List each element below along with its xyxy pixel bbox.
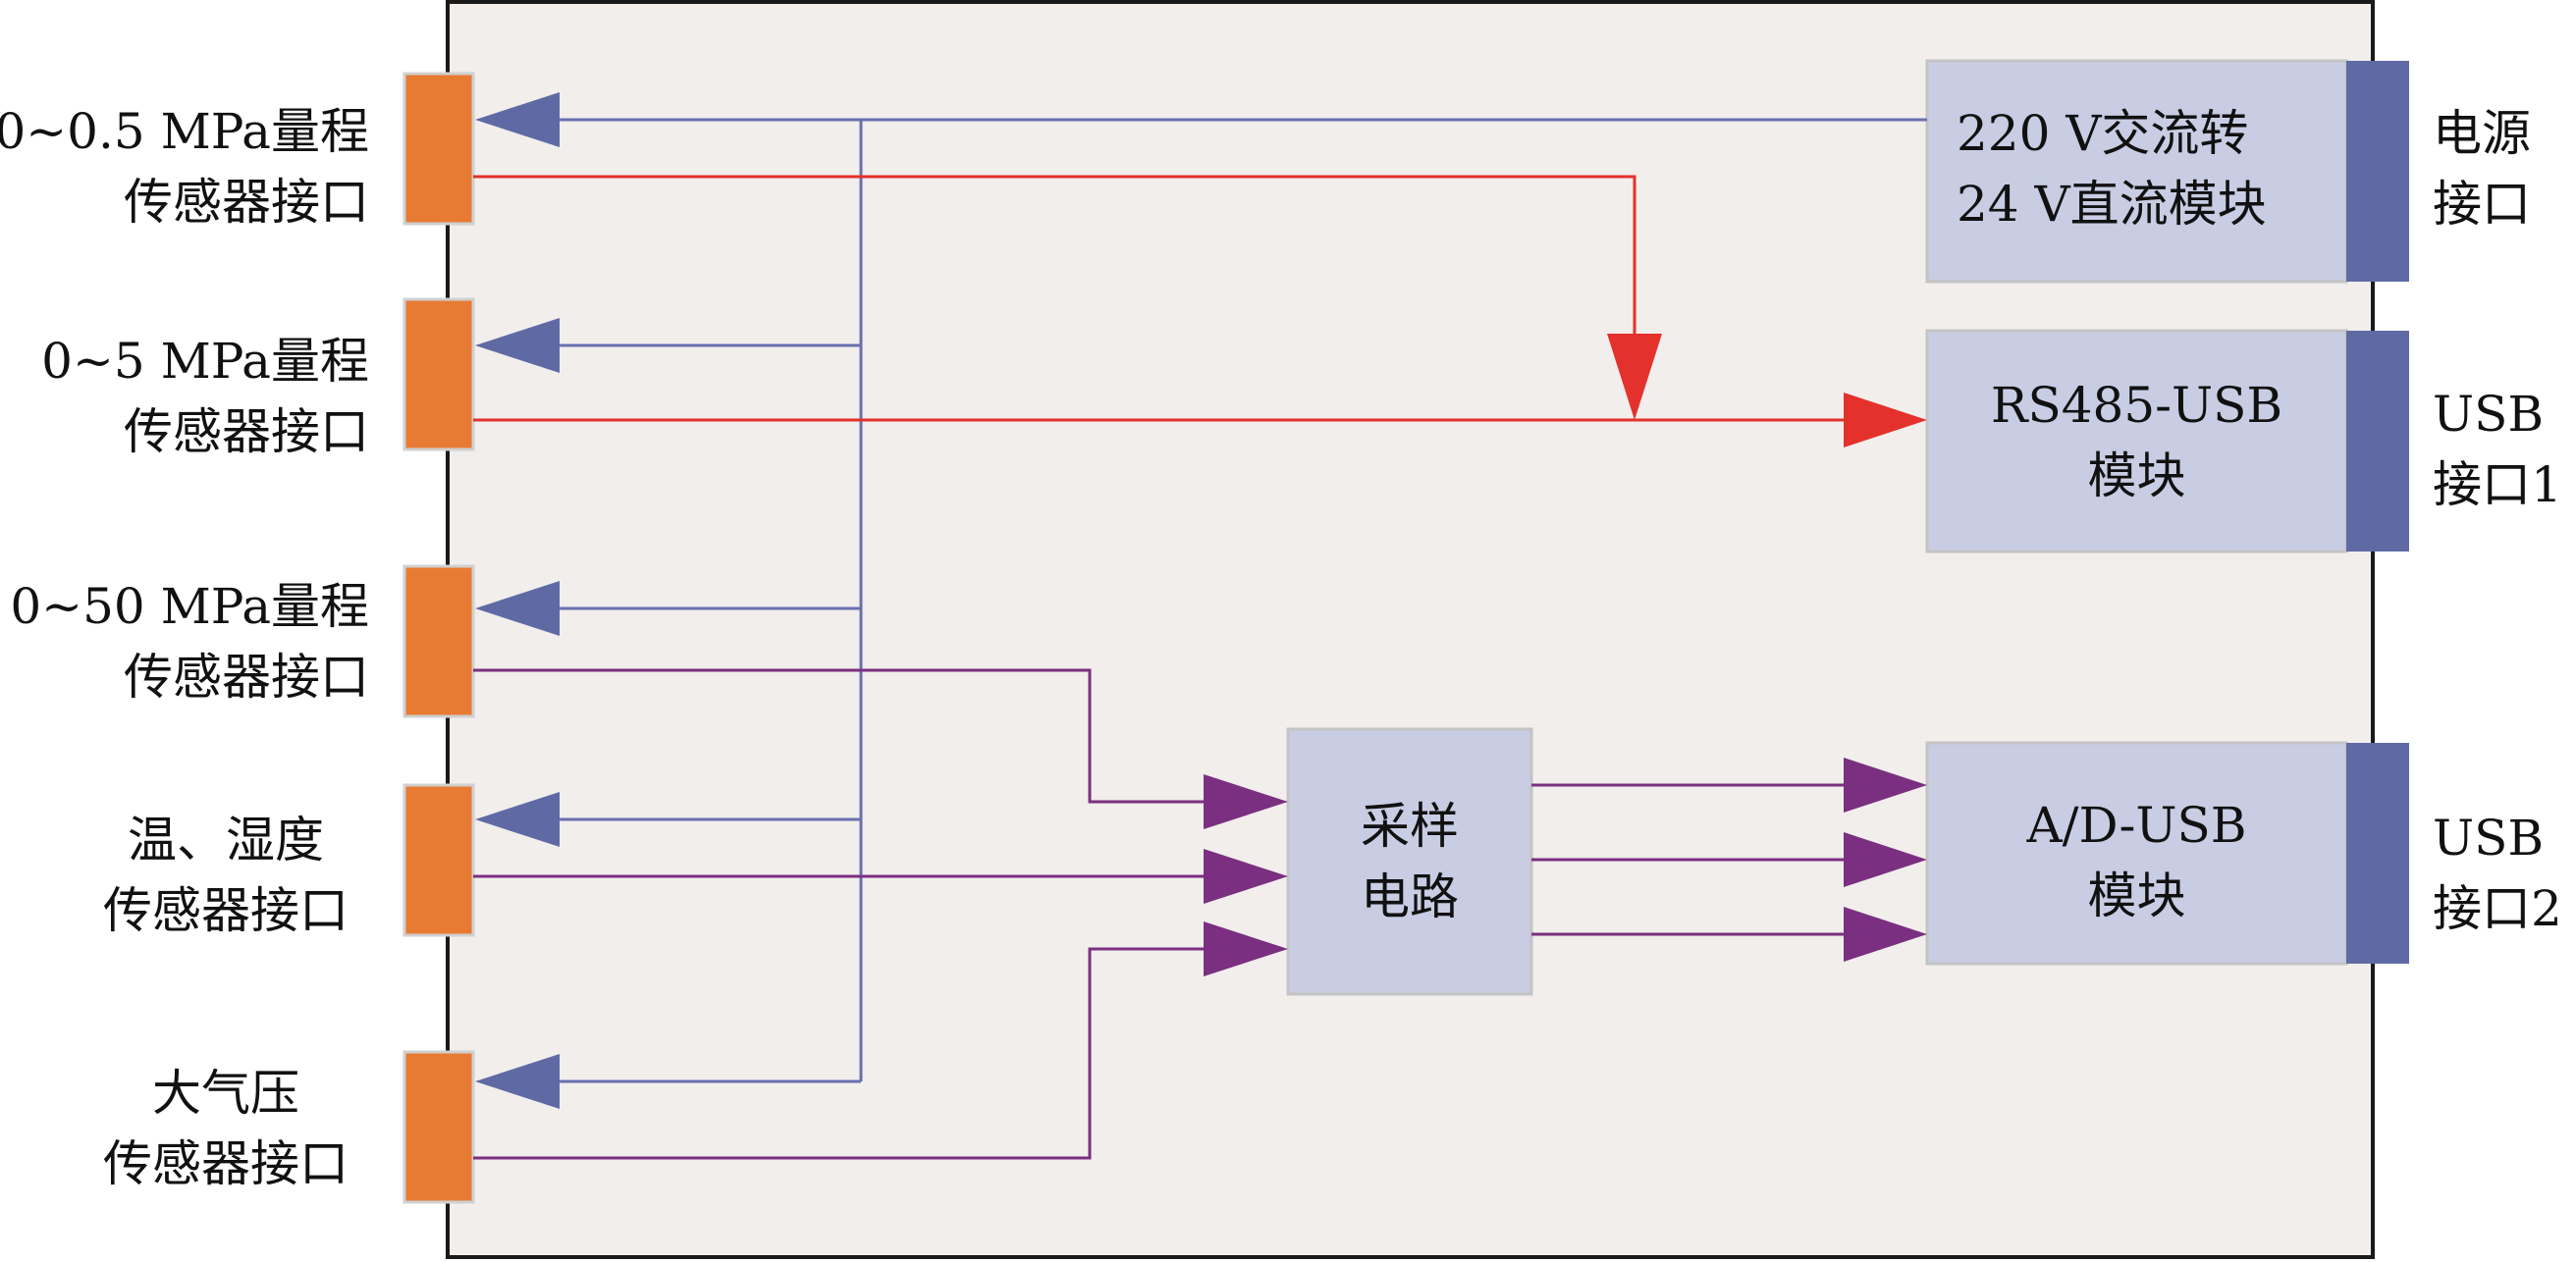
power-module-line1: 220 V交流转 — [1957, 105, 2249, 162]
sensor-label-line2: 传感器接口 — [124, 649, 369, 706]
sampling-circuit-box — [1286, 727, 1533, 996]
power-distribution-lines — [530, 118, 1927, 1083]
usb1-port-line1: USB — [2433, 386, 2545, 443]
usb1-port-line2: 接口1 — [2433, 456, 2562, 513]
sensor-label-0-5mpa: 0~5 MPa量程 传感器接口 — [41, 326, 369, 467]
usb2-port-line1: USB — [2433, 810, 2545, 867]
power-arrowheads — [475, 92, 560, 1109]
usb1-port-label: USB 接口1 — [2433, 379, 2562, 520]
power-interface-connector — [2346, 61, 2409, 282]
sensor-label-line1: 温、湿度 — [128, 812, 324, 868]
analog-signal-lines — [473, 668, 1846, 1160]
rs485-module-line1: RS485-USB — [1990, 377, 2283, 434]
adc-module-label: A/D-USB 模块 — [1927, 790, 2346, 931]
rs485-bus-lines — [473, 175, 1846, 422]
sensor-label-line2: 传感器接口 — [124, 174, 369, 231]
adc-module-line2: 模块 — [2087, 868, 2186, 924]
sensor-label-line1: 0~50 MPa量程 — [10, 578, 369, 635]
power-port-line1: 电源 — [2433, 105, 2531, 162]
rs485-module-line2: 模块 — [2087, 447, 2186, 504]
power-module-label: 220 V交流转 24 V直流模块 — [1957, 98, 2267, 239]
rs485-module-box — [1925, 329, 2348, 553]
usb2-port-line2: 接口2 — [2433, 880, 2562, 937]
adc-module-line1: A/D-USB — [2026, 797, 2247, 854]
sensor-label-line2: 传感器接口 — [103, 1135, 349, 1192]
sensor-label-line1: 大气压 — [152, 1065, 299, 1122]
sensor-port-0-5mpa — [402, 297, 475, 451]
analog-signal-arrowheads — [1204, 758, 1927, 976]
rs485-arrowheads — [1607, 334, 1927, 447]
sensor-label-temp-humidity: 温、湿度 传感器接口 — [79, 805, 373, 946]
sensor-label-line1: 0~5 MPa量程 — [41, 333, 369, 390]
sensor-label-atmospheric: 大气压 传感器接口 — [79, 1058, 373, 1199]
sensor-label-line2: 传感器接口 — [103, 882, 349, 939]
sensor-port-0-0.5mpa — [402, 72, 475, 226]
power-module-line2: 24 V直流模块 — [1957, 176, 2267, 233]
sampling-circuit-label: 采样 电路 — [1288, 791, 1531, 932]
power-module-box — [1925, 59, 2348, 284]
usb2-port-label: USB 接口2 — [2433, 803, 2562, 944]
sensor-port-0-50mpa — [402, 564, 475, 718]
usb1-interface-connector — [2346, 331, 2409, 552]
sensor-label-0-50mpa: 0~50 MPa量程 传感器接口 — [10, 571, 369, 712]
sensor-port-atmospheric — [402, 1050, 475, 1204]
sensor-label-0-0.5mpa: 0~0.5 MPa量程 传感器接口 — [0, 96, 369, 237]
power-port-label: 电源 接口 — [2433, 98, 2531, 239]
usb2-interface-connector — [2346, 743, 2409, 964]
adc-module-box — [1925, 741, 2348, 966]
rs485-module-label: RS485-USB 模块 — [1927, 370, 2346, 511]
sensor-label-line1: 0~0.5 MPa量程 — [0, 103, 369, 160]
sampling-circuit-line2: 电路 — [1361, 868, 1459, 925]
sensor-label-line2: 传感器接口 — [124, 403, 369, 460]
sensor-port-temp-humidity — [402, 783, 475, 937]
sampling-circuit-line1: 采样 — [1361, 798, 1459, 855]
power-port-line2: 接口 — [2433, 176, 2531, 233]
